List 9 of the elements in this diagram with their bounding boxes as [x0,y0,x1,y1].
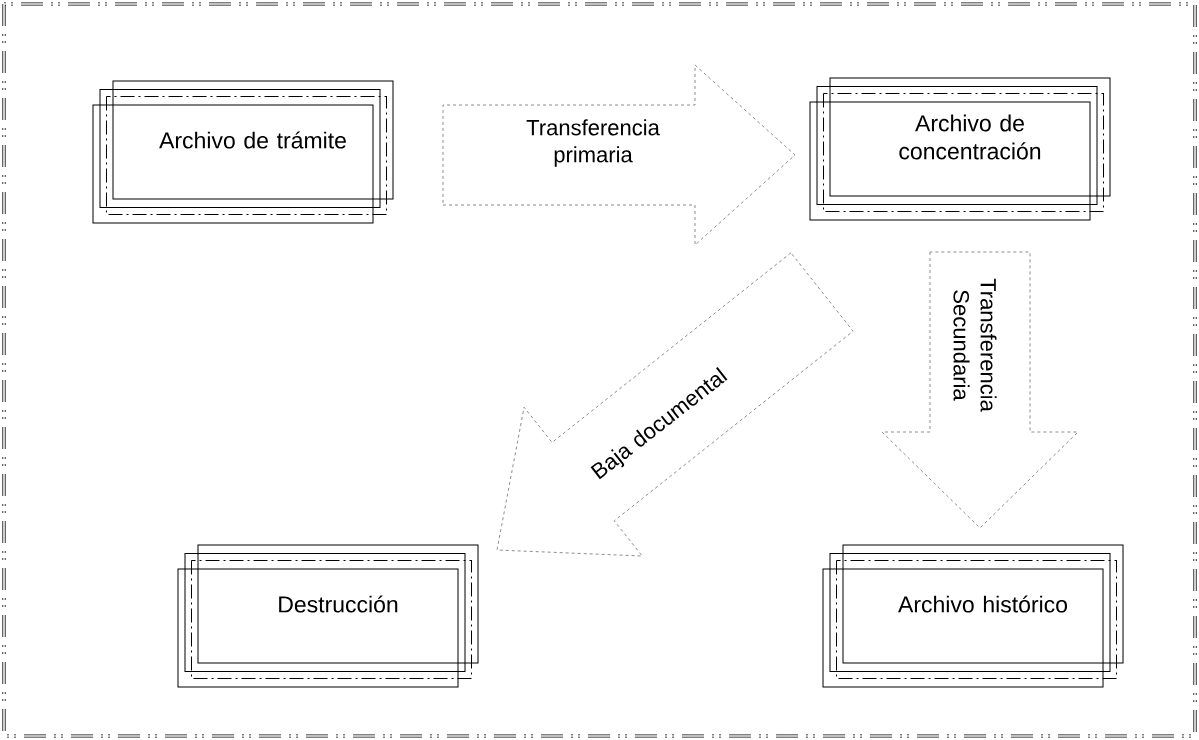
edge-label: Transferencia primaria [526,119,660,167]
stacked-box: Archivo histórico [822,544,1124,688]
block-arrow [442,64,796,246]
stacked-box: Destrucción [177,544,479,688]
block-arrow [496,252,854,557]
edge-label: Transferencia Secundaria [953,278,997,412]
block-arrow [881,251,1079,529]
stacked-box: Archivo de concentración [809,77,1111,221]
stacked-box: Archivo de trámite [92,80,394,224]
